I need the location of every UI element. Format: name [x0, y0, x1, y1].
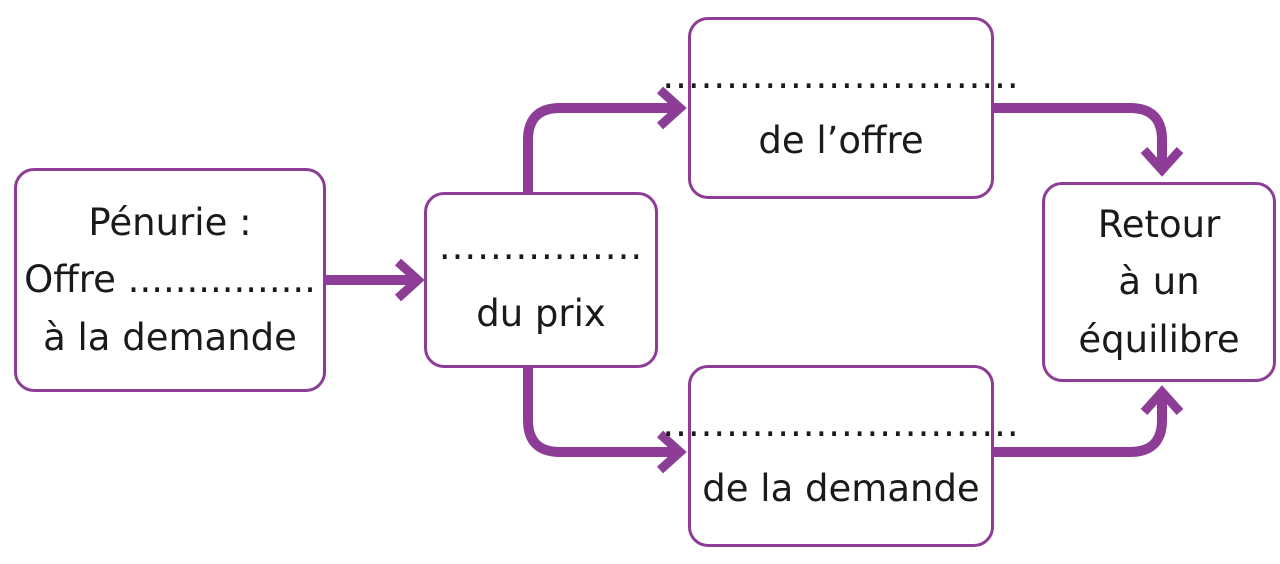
retour-line3: équilibre: [1078, 317, 1240, 361]
retour-line2: à un: [1118, 260, 1200, 304]
retour-line1: Retour: [1097, 202, 1221, 246]
demande-blank: ............................: [662, 401, 1020, 445]
demande-label: de la demande: [702, 467, 980, 510]
node-retour-equilibre: Retour à un équilibre: [1042, 182, 1276, 382]
offre-blank: ............................: [662, 53, 1020, 97]
node-penurie: Pénurie : Offre ................ à la de…: [14, 168, 326, 392]
arrowhead-prix-to-demande: [656, 430, 687, 474]
penurie-title: Pénurie :: [88, 200, 252, 244]
arrowhead-penurie-to-prix: [394, 258, 425, 302]
prix-blank: ................: [438, 224, 644, 268]
penurie-offre-blank: Offre ................: [24, 258, 316, 302]
arrow-offre-to-retour: [994, 103, 1167, 170]
node-demande: ............................ de la deman…: [662, 365, 1019, 547]
arrowhead-demande-to-retour: [1140, 385, 1184, 416]
node-offre: ............................ de l’offre: [662, 17, 1019, 199]
offre-label: de l’offre: [758, 119, 924, 162]
arrow-prix-to-demande: [523, 368, 680, 457]
arrowhead-offre-to-retour: [1140, 146, 1184, 177]
arrowhead-prix-to-offre: [656, 86, 687, 130]
arrow-prix-to-offre: [523, 103, 680, 192]
arrow-demande-to-retour: [994, 392, 1167, 457]
prix-label: du prix: [476, 292, 606, 335]
node-prix: ................ du prix: [424, 192, 658, 368]
penurie-demande: à la demande: [43, 315, 297, 359]
